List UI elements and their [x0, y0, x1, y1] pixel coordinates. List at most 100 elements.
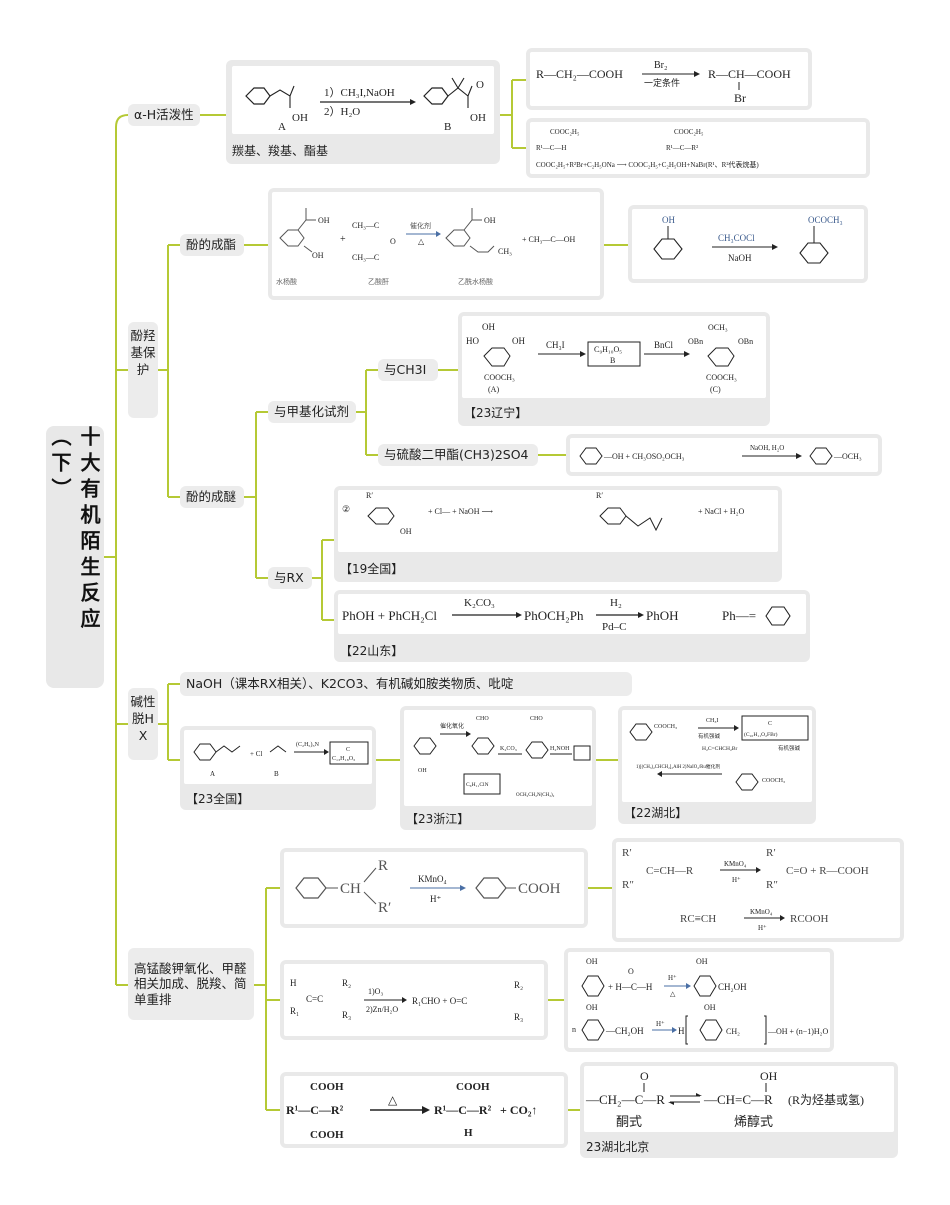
ozone-reagent: 1)O₃ — [368, 987, 383, 996]
ozonolysis-reaction: H R₁ C=C R₂ R₃ 1)O₃ 2)Zn/H₂O R₁CHO + O=C… — [284, 964, 544, 1036]
hcho-eq1: + H—C—H — [608, 982, 653, 992]
alpha-o-b: O — [476, 79, 484, 91]
bromination-reactant: R—CH₂—COOH — [536, 67, 623, 81]
rx19-r: R′ — [366, 491, 373, 500]
ch3i-reaction: HO OH OH COOCH₃ (A) CH₃I C₉H₁₀O₅ B BnCl … — [462, 316, 766, 398]
sub-ch3i: 与CH3I — [378, 359, 438, 381]
benzene-ring-b — [423, 87, 449, 105]
kmno4b-reagent: KMnO₄ — [724, 860, 747, 868]
svg-text:H⁺: H⁺ — [656, 1020, 665, 1028]
base22h-box-c: (C₁₀H₁₁O₂FBr) — [744, 731, 778, 738]
acyl-product: OCOCH₃ — [808, 215, 843, 225]
kmno4b-product1: C=O + R—COOH — [786, 865, 869, 877]
tautomer-keto: 酮式 — [616, 1114, 642, 1129]
svg-text:OH: OH — [482, 322, 495, 332]
ch3i-box-b: C₉H₁₀O₅ — [594, 345, 622, 354]
rx22-intermediate: PhOCH₂Ph — [524, 608, 584, 623]
formaldehyde-reaction: OH + H—C—H O H⁺ △ OH CH₂OH n OH —CH₂OH H… — [568, 952, 830, 1048]
acyl-condition: NaOH — [728, 253, 752, 263]
alpha-malonic-card: COOC₂H₅ R¹—C—H COOC₂H₅ R¹—C—R² COOC₂H₅+R… — [526, 118, 870, 178]
root-title: 十大有机陌生反应（下） — [48, 426, 101, 634]
base22h-reagent: 1)[(CH₃)₂CHCH₂]₂AlH 2)NaIO₄/Ru催化剂 — [636, 763, 720, 770]
svg-text:C: C — [768, 721, 772, 727]
phenol-acyl-reaction: OH CH₃COCl NaOH OCOCH₃ — [632, 209, 864, 279]
svg-text:OH: OH — [318, 216, 330, 225]
svg-text:+: + — [340, 234, 346, 245]
tautomer-reaction: O —CH₂—C—R OH —CH=C—R (R为烃基或氢) 酮式 烯醇式 — [584, 1066, 894, 1132]
rx-card-22: PhOH + PhCH₂Cl K₂CO₃ PhOCH₂Ph H₂ Pd–C Ph… — [334, 590, 810, 662]
ozonolysis-card: H R₁ C=C R₂ R₃ 1)O₃ 2)Zn/H₂O R₁CHO + O=C… — [280, 960, 548, 1040]
sub-ch3i-label: 与CH3I — [384, 362, 427, 378]
decarb-heat: △ — [388, 1093, 398, 1107]
alpha-oh-b: OH — [470, 112, 486, 124]
svg-text:HO: HO — [466, 336, 479, 346]
dms-product: —OCH₃ — [833, 452, 862, 461]
sub-ether-label: 酚的成醚 — [186, 489, 237, 505]
svg-text:CH₃—C: CH₃—C — [352, 221, 379, 230]
svg-text:COOCH₃: COOCH₃ — [654, 724, 677, 730]
svg-text:OH: OH — [312, 251, 324, 260]
sub-phenol-ether: 酚的成醚 — [180, 486, 244, 508]
base23z-nh2oh: H₂NOH — [550, 746, 570, 752]
base23q-box: C₁₃H₁₈O₃ — [332, 756, 355, 762]
sub-dms: 与硫酸二甲酯(CH3)2SO4 — [378, 444, 538, 466]
base22h-base: 有机强碱 — [698, 732, 721, 740]
decarb-product: R¹—C—R² — [434, 1103, 492, 1117]
kmno4a-cond: H⁺ — [430, 894, 441, 904]
ester-heat: △ — [418, 237, 425, 246]
svg-text:OH: OH — [704, 1003, 716, 1012]
hcho-eq2: —CH₂OH — [605, 1026, 644, 1036]
rx22-h2: H₂ — [610, 597, 622, 609]
rx22-caption: 【22山东】 — [340, 644, 404, 658]
kmno4b-product2: RCOOH — [790, 913, 829, 925]
tautomer-caption: 23湖北北京 — [586, 1140, 650, 1154]
base-card-23zhejiang: OH 催化氧化 CHO K₂CO₃ C₆H₁₁ClN CHO H₂NOH OCH… — [400, 706, 596, 830]
ester-name-salicylic: 水杨酸 — [276, 277, 297, 286]
svg-text:R₃: R₃ — [514, 1012, 523, 1022]
base-note: NaOH（课本RX相关）、K2CO3、有机碱如胺类物质、吡啶 — [180, 672, 632, 696]
rx22-k2co3: K₂CO₃ — [464, 597, 495, 609]
ch3i-reagent2: BnCl — [654, 340, 674, 350]
base-card-22hubei: COOCH₃ CH₃I 有机强碱 C (C₁₀H₁₁O₂FBr) H₂C=CHC… — [618, 706, 816, 824]
alpha-step1: 1）CH₃I,NaOH — [324, 86, 395, 99]
kmno4-alkene-card: R′ R″ C=CH—R KMnO₄ H⁺ R′ R″ C=O + R—COOH… — [612, 838, 904, 942]
ch3i-reagent1: CH₃I — [546, 340, 565, 350]
svg-text:CH₃—C: CH₃—C — [352, 253, 379, 262]
tautomer-note: (R为烃基或氢) — [788, 1092, 864, 1107]
base23z-cat: 催化氧化 — [440, 722, 464, 730]
rx19-num: ② — [342, 504, 350, 514]
base22h-caption: 【22湖北】 — [624, 806, 688, 820]
base22h-base2: 有机强碱 — [778, 744, 801, 752]
sub-methylation-label: 与甲基化试剂 — [274, 404, 350, 420]
kmno4-benzylic-card: CH R R′ KMnO₄ H⁺ COOH — [280, 848, 588, 928]
base23q-b: B — [274, 770, 279, 778]
phenol-ester-acyl-card: OH CH₃COCl NaOH OCOCH₃ — [628, 205, 868, 283]
alpha-caption: 羰基、羧基、酯基 — [232, 144, 329, 158]
decarboxylation-reaction: COOH R¹—C—R² COOH △ COOH R¹—C—R² H + CO₂… — [284, 1076, 564, 1144]
ch3i-och3: OCH₃ — [708, 323, 728, 332]
ozone-cond: 2)Zn/H₂O — [366, 1005, 398, 1014]
branch-base-label: 碱性脱HX — [130, 694, 156, 743]
svg-text:CH₂: CH₂ — [726, 1027, 740, 1036]
alpha-label-a: A — [278, 121, 286, 133]
svg-text:H⁺: H⁺ — [668, 974, 677, 982]
base-22h-reaction: COOCH₃ CH₃I 有机强碱 C (C₁₀H₁₁O₂FBr) H₂C=CHC… — [622, 710, 812, 802]
alpha-h-reaction: OH A 1）CH₃I,NaOH 2）H₂O O OH B — [232, 66, 494, 134]
base22h-ch3i: CH₃I — [706, 718, 718, 724]
malonic-equation: COOC₂H₅+R²Br+C₂H₅ONa ⟶ COOC₂H₅+C₂H₅OH+Na… — [536, 160, 759, 169]
rx19-byproduct: + NaCl + H₂O — [698, 507, 744, 516]
svg-text:R″: R″ — [766, 879, 778, 891]
tautomer-oh: OH — [760, 1069, 778, 1083]
svg-text:H: H — [678, 1026, 685, 1036]
alpha-label-b: B — [444, 121, 451, 133]
acyl-reactant-oh: OH — [662, 215, 675, 225]
sub-rx: 与RX — [268, 567, 312, 589]
ch3i-bn-left: OBn — [688, 337, 703, 346]
svg-text:OH: OH — [418, 768, 427, 774]
dms-reaction: —OH + CH₃OSO₂OCH₃ NaOH, H₂O —OCH₃ — [570, 438, 878, 472]
svg-text:R¹—C—R²: R¹—C—R² — [666, 144, 698, 152]
rx22-reactants: PhOH + PhCH₂Cl — [342, 608, 437, 623]
sub-ester-label: 酚的成酯 — [186, 237, 237, 253]
ch3i-card: HO OH OH COOCH₃ (A) CH₃I C₉H₁₀O₅ B BnCl … — [458, 312, 770, 426]
